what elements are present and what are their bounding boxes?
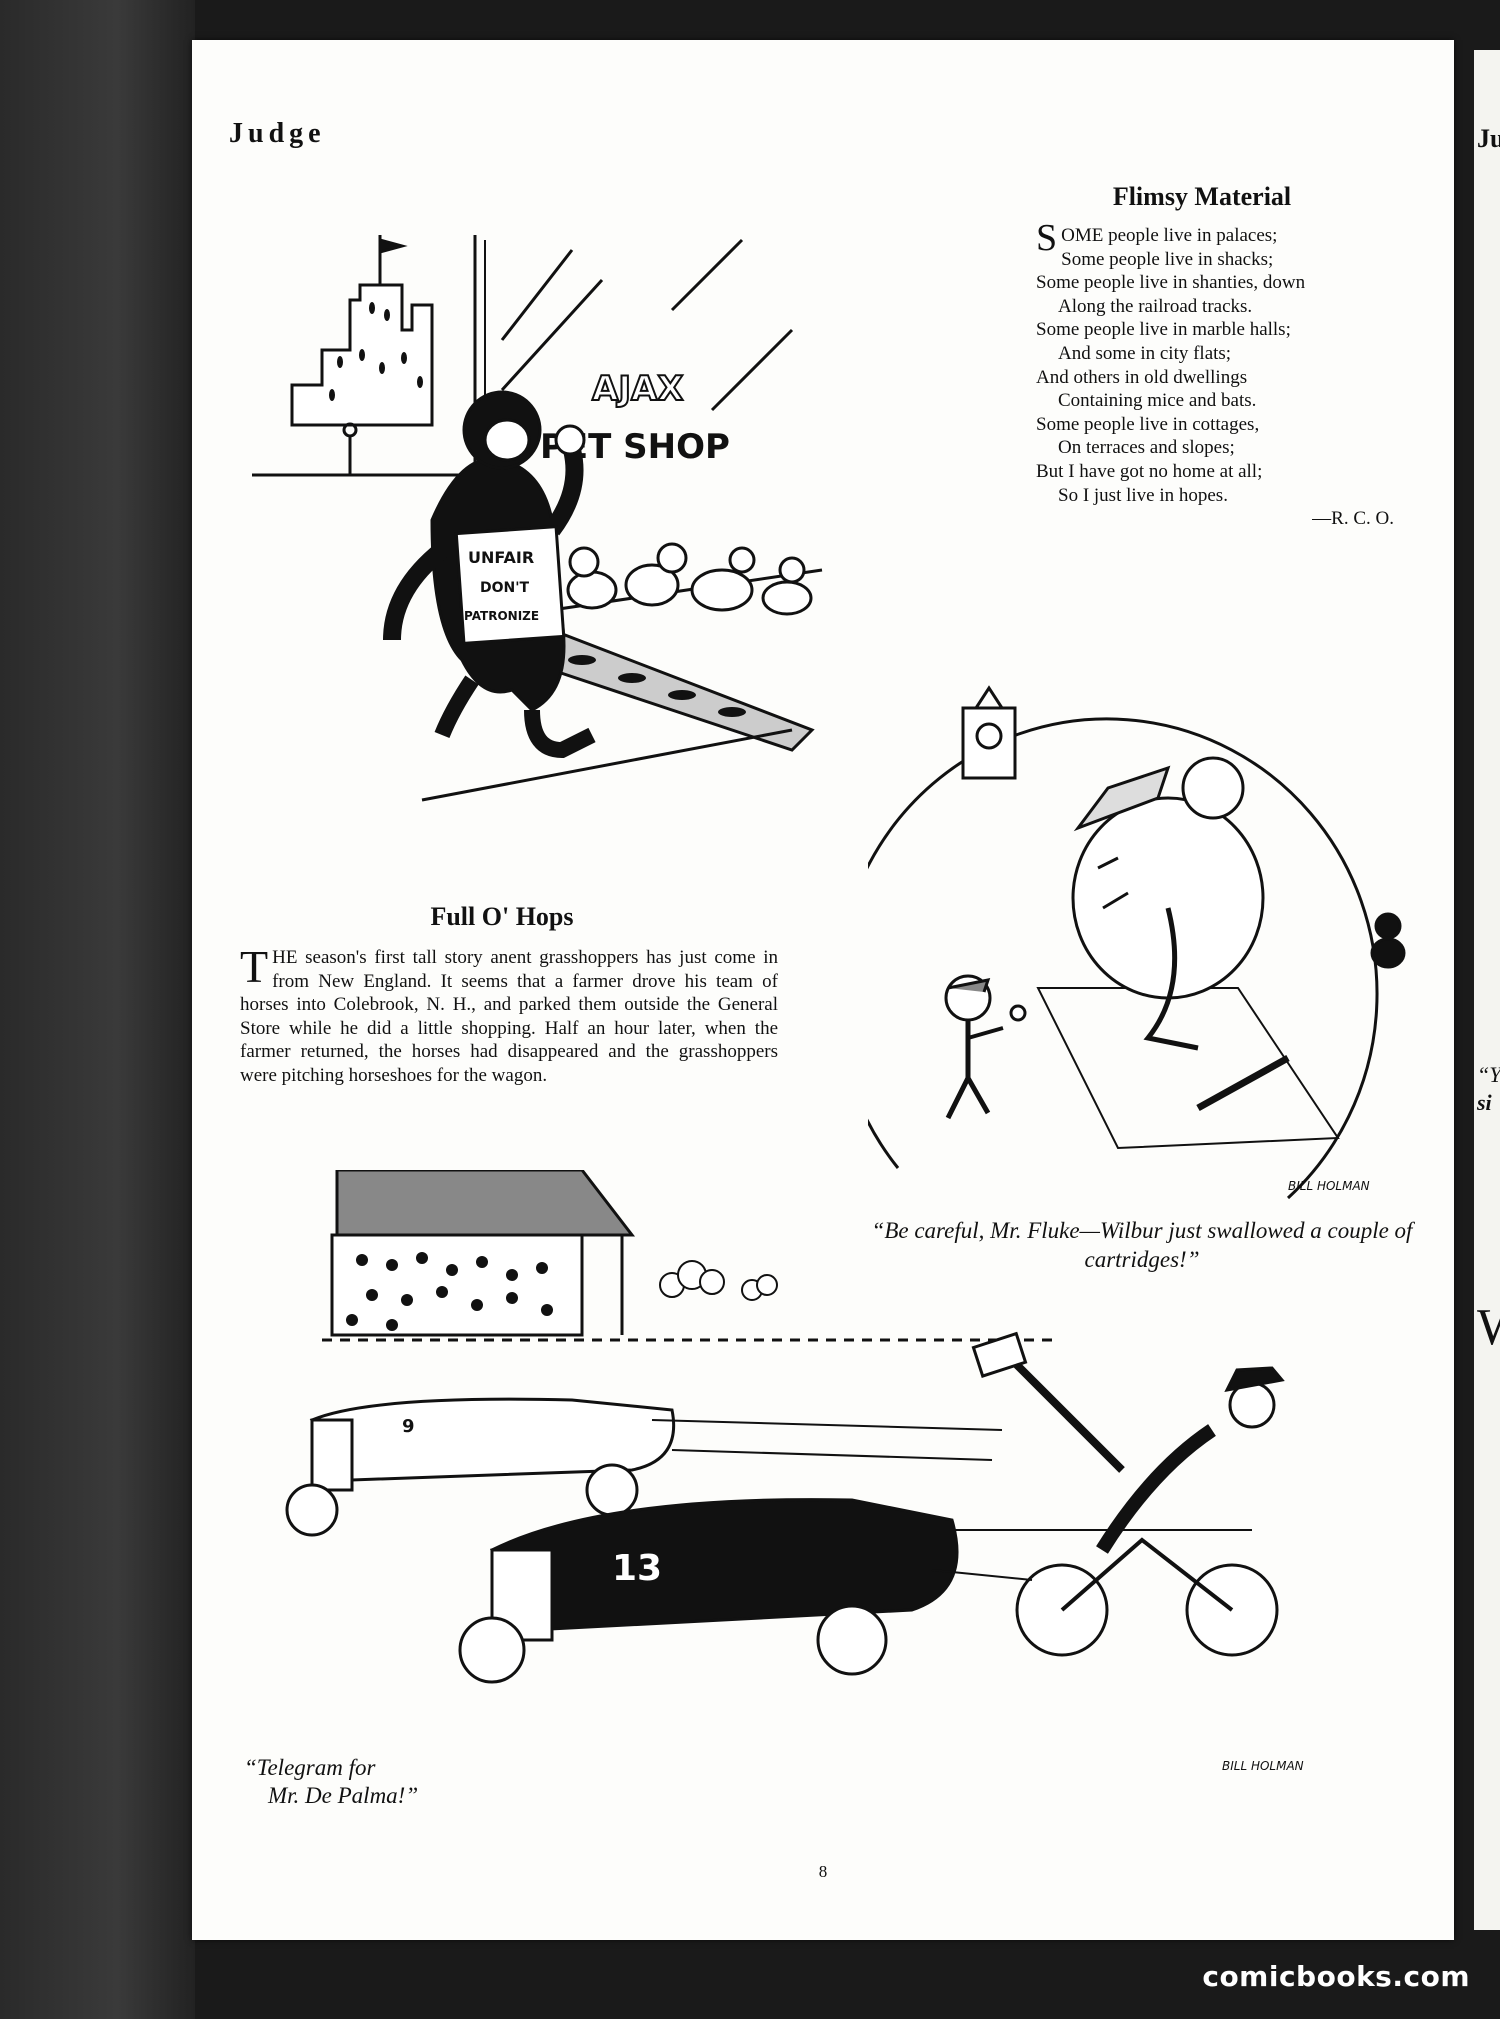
picket-sign-line-1: UNFAIR bbox=[468, 548, 534, 567]
page-number: 8 bbox=[818, 1862, 828, 1881]
car-number-13: 13 bbox=[612, 1548, 662, 1589]
poem-line: SOME people live in palaces; bbox=[1036, 217, 1278, 259]
artist-signature: BILL HOLMAN bbox=[1288, 1179, 1370, 1193]
poem-line: Along the railroad tracks. bbox=[1058, 295, 1253, 317]
running-head: Judge bbox=[229, 118, 326, 149]
boy-figure bbox=[944, 974, 1004, 1120]
baseball-cartoon: BILL HOLMAN bbox=[868, 685, 1406, 1200]
race-caption-line-2: Mr. De Palma!” bbox=[268, 1783, 419, 1808]
picket-sign: UNFAIR DON'T PATRONIZE bbox=[454, 525, 566, 645]
race-car-9: 9 bbox=[285, 1397, 676, 1537]
picket-sign-line-3: PATRONIZE bbox=[464, 609, 539, 623]
poem-line: But I have got no home at all; bbox=[1036, 460, 1263, 482]
race-caption-line-1: “Telegram for bbox=[244, 1755, 376, 1780]
puppies-in-window bbox=[566, 542, 813, 616]
telegram-messenger-on-bike bbox=[971, 1331, 1285, 1657]
car-number-9: 9 bbox=[402, 1416, 415, 1437]
scan-background-left bbox=[0, 0, 195, 2019]
race-car-13: 13 bbox=[458, 1498, 959, 1684]
poem-line: And some in city flats; bbox=[1058, 342, 1232, 364]
magazine-page: Judge AJAX PET SHOP bbox=[192, 40, 1454, 1940]
poem-line: So I just live in hopes. bbox=[1058, 484, 1228, 506]
circle-frame bbox=[868, 717, 1379, 1200]
race-cartoon: 9 13 BILL HOLMAN bbox=[285, 1170, 1304, 1773]
shop-sign-ajax: AJAX bbox=[592, 369, 684, 409]
poem-line: Some people live in shanties, down bbox=[1036, 272, 1306, 294]
picket-sign-line-2: DON'T bbox=[480, 580, 530, 596]
article-body: THE season's first tall story anent gras… bbox=[240, 941, 778, 1086]
poem-line: And others in old dwellings bbox=[1036, 366, 1248, 388]
next-page-fragment: “Y bbox=[1477, 1062, 1500, 1087]
poem-line: Some people live in marble halls; bbox=[1036, 319, 1291, 341]
circle-cartoon-caption: “Be careful, Mr. Fluke—Wilbur just swall… bbox=[871, 1218, 1413, 1272]
next-page-fragment: si bbox=[1477, 1090, 1492, 1115]
poem-line: Some people live in cottages, bbox=[1036, 413, 1260, 435]
clouds bbox=[659, 1260, 778, 1301]
race-cartoon-caption: “Telegram for Mr. De Palma!” bbox=[244, 1754, 474, 1810]
next-page-fragment: W bbox=[1477, 1298, 1500, 1357]
grandstand bbox=[322, 1170, 1052, 1342]
artist-signature: BILL HOLMAN bbox=[1222, 1759, 1304, 1773]
poem-line: On terraces and slopes; bbox=[1058, 437, 1235, 459]
adjacent-page-edge: Ju “Y si W bbox=[1474, 50, 1500, 1930]
castle-windows bbox=[329, 302, 423, 401]
article-title: Full O' Hops bbox=[430, 902, 574, 931]
article: THE season's first tall story anent gras… bbox=[240, 941, 778, 1088]
poem-line: Containing mice and bats. bbox=[1058, 390, 1257, 412]
poem-signature: —R. C. O. bbox=[1312, 508, 1394, 530]
poem-title: Flimsy Material bbox=[1112, 182, 1292, 211]
large-man-figure bbox=[1071, 756, 1265, 1051]
pet-shop-cartoon: AJAX PET SHOP UNFAIR bbox=[252, 235, 823, 802]
next-page-fragment: Ju bbox=[1477, 124, 1500, 153]
cat-figure bbox=[1370, 912, 1406, 969]
watermark: comicbooks.com bbox=[1202, 1960, 1470, 1993]
poem: SOME people live in palaces; Some people… bbox=[1036, 217, 1402, 531]
poem-line: Some people live in shacks; bbox=[1061, 248, 1274, 270]
